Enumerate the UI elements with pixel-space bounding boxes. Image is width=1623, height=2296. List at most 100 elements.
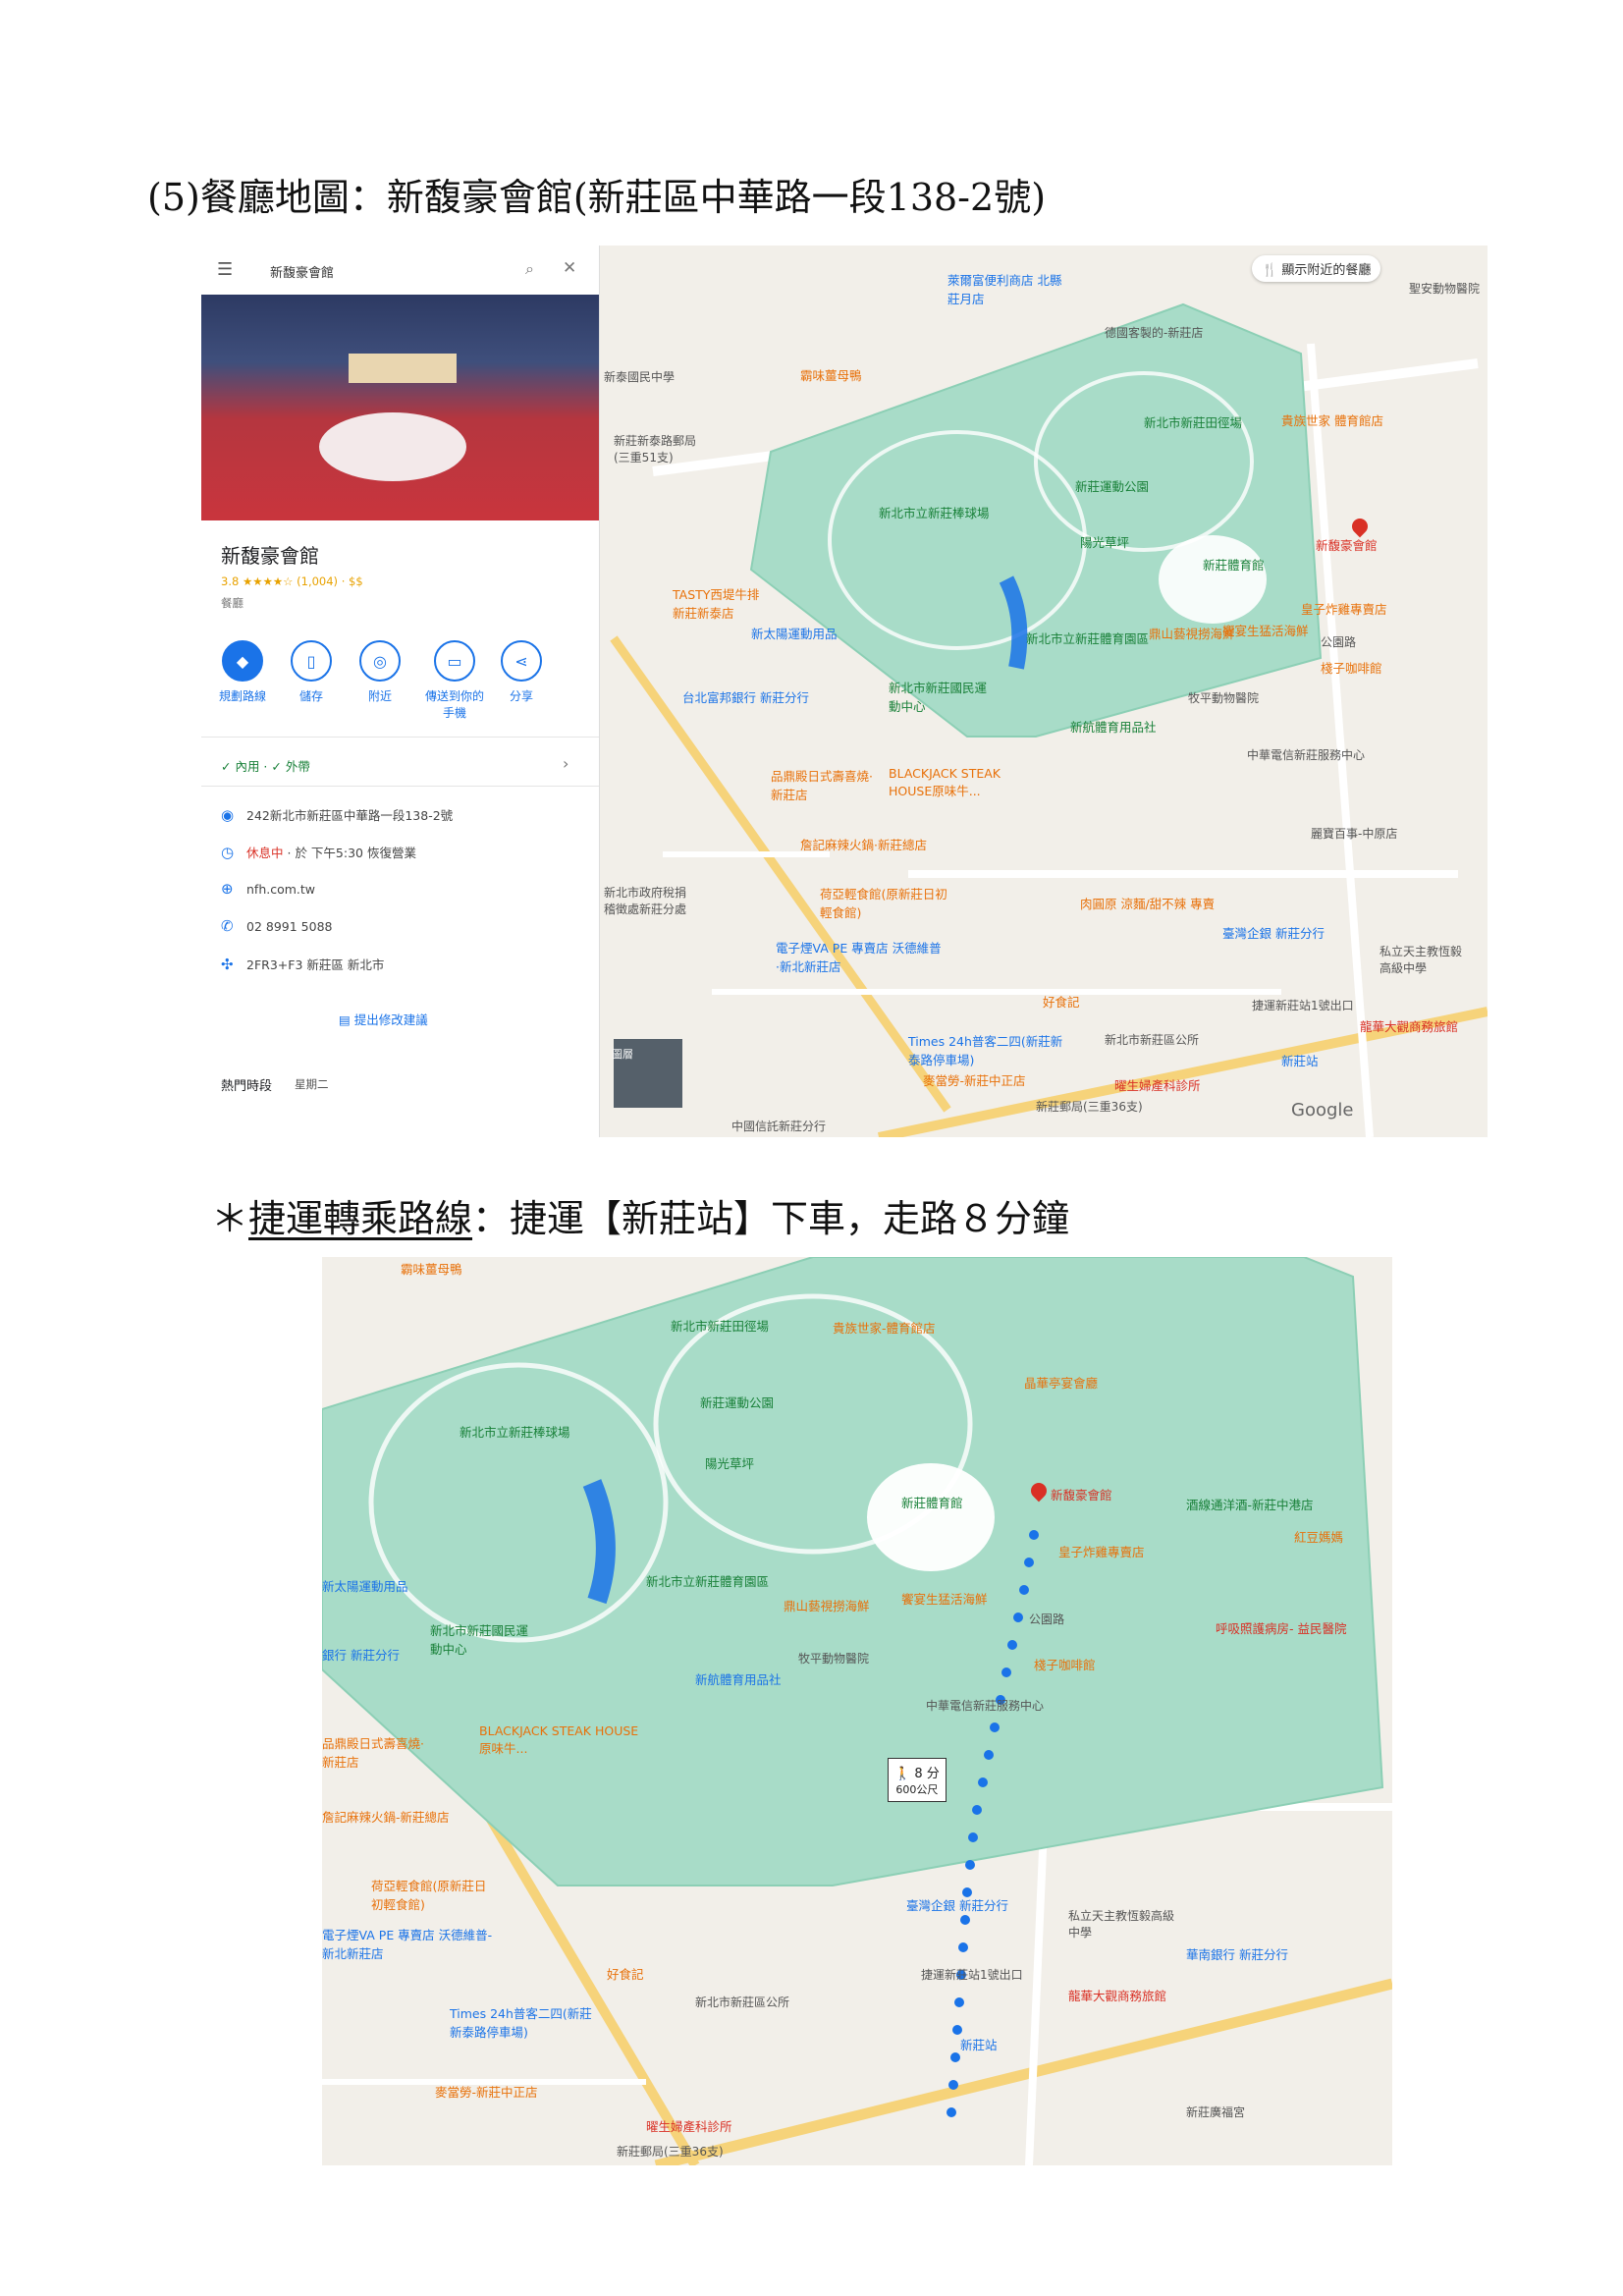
layers-button[interactable]: 圖層: [612, 1048, 633, 1061]
poi-label[interactable]: 牧平動物醫院: [1188, 691, 1260, 705]
poi-label[interactable]: 新北市新莊國民運動中心: [430, 1623, 529, 1657]
poi-label[interactable]: 新莊郵局(三重36支): [617, 2145, 724, 2159]
poi-label[interactable]: 新北市政府稅捐稽徵處新莊分處: [604, 886, 687, 916]
chevron-right-icon[interactable]: ›: [563, 754, 569, 773]
poi-label[interactable]: BLACKJACK STEAK HOUSE原味牛...: [479, 1723, 639, 1756]
poi-label[interactable]: 銀行 新莊分行: [322, 1648, 400, 1663]
poi-label[interactable]: 中國信託新莊分行: [731, 1120, 827, 1133]
menu-icon[interactable]: ☰: [217, 259, 234, 280]
poi-label[interactable]: 新北市立新莊棒球場: [460, 1425, 570, 1440]
poi-label[interactable]: 私立天主教恆毅高級中學: [1380, 945, 1463, 975]
poi-label[interactable]: 華南銀行 新莊分行: [1186, 1947, 1288, 1962]
poi-label[interactable]: 麥當勞-新莊中正店: [435, 2085, 538, 2100]
poi-label[interactable]: 詹記麻辣火鍋-新莊總店: [322, 1810, 450, 1825]
poi-label[interactable]: 新莊運動公園: [700, 1395, 775, 1410]
poi-label[interactable]: 麥當勞-新莊中正店: [923, 1073, 1026, 1088]
poi-label[interactable]: 貴族世家 體育館店: [1281, 413, 1383, 428]
poi-label[interactable]: 品鼎殿日式壽喜燒·新莊店: [771, 769, 873, 802]
poi-label[interactable]: 台北富邦銀行 新莊分行: [682, 690, 809, 705]
poi-label[interactable]: 霸味薑母鴨: [800, 368, 862, 383]
poi-label[interactable]: 新北市新莊區公所: [1105, 1033, 1200, 1047]
poi-label[interactable]: 龍華大觀商務旅館: [1068, 1989, 1167, 2003]
poi-label[interactable]: 肉圓原 涼麵/甜不辣 專賣: [1080, 897, 1216, 911]
poi-label[interactable]: 新北市新莊區公所: [695, 1995, 790, 2009]
close-icon[interactable]: ✕: [563, 258, 577, 278]
poi-label[interactable]: 新莊運動公園: [1075, 479, 1150, 494]
poi-label[interactable]: 霸味薑母鴨: [401, 1262, 462, 1277]
show-nearby-restaurants-chip[interactable]: 🍴 顯示附近的餐廳: [1252, 255, 1381, 282]
plus-code-row[interactable]: ✣2FR3+F3 新莊區 新北市: [221, 955, 384, 973]
search-icon[interactable]: ⌕: [525, 259, 534, 278]
poi-label[interactable]: 呼吸照護病房- 益民醫院: [1216, 1621, 1347, 1636]
poi-label[interactable]: BLACKJACK STEAK HOUSE原味牛...: [889, 766, 1001, 798]
place-photo[interactable]: [201, 295, 599, 520]
rating[interactable]: 3.8 ★★★★☆ (1,004) · $$: [221, 574, 363, 588]
hours-row[interactable]: ◷休息中 · 於 下午5:30 恢復營業: [221, 843, 416, 861]
poi-label[interactable]: 詹記麻辣火鍋·新莊總店: [800, 838, 927, 852]
poi-label[interactable]: 新航體育用品社: [1070, 720, 1157, 735]
poi-label[interactable]: 新北市新莊田徑場: [1144, 415, 1243, 430]
poi-label[interactable]: 荷亞輕食館(原新莊日初輕食館): [371, 1879, 487, 1912]
poi-label[interactable]: 陽光草坪: [705, 1456, 755, 1471]
poi-label[interactable]: 新莊郵局(三重36支): [1036, 1100, 1143, 1114]
poi-label[interactable]: 新北市新莊國民運動中心: [889, 681, 988, 714]
save-button[interactable]: ▯儲存: [286, 640, 337, 704]
nearby-button[interactable]: ◎附近: [354, 640, 406, 704]
poi-restaurant-label[interactable]: 新馥豪會館: [1051, 1488, 1112, 1503]
send-to-phone-button[interactable]: ▭傳送到你的手機: [423, 640, 486, 721]
poi-label[interactable]: 新航體育用品社: [695, 1672, 782, 1687]
poi-label[interactable]: 皇子炸雞專賣店: [1301, 602, 1387, 617]
search-bar[interactable]: ☰ 新馥豪會館 ⌕ ✕: [201, 246, 599, 296]
walking-route-map[interactable]: 🚶 8 分 600公尺 霸味薑母鴨 新北市新莊田徑場 貴族世家-體育館店 晶華亭…: [322, 1257, 1392, 2165]
poi-label[interactable]: 新泰國民中學: [604, 370, 676, 384]
poi-label[interactable]: 臺灣企銀 新莊分行: [906, 1898, 1008, 1913]
poi-label[interactable]: 臺灣企銀 新莊分行: [1222, 926, 1325, 941]
poi-label[interactable]: 新太陽運動用品: [322, 1579, 408, 1594]
poi-label[interactable]: 牧平動物醫院: [798, 1652, 870, 1666]
poi-label[interactable]: 新太陽運動用品: [751, 627, 838, 641]
poi-label[interactable]: 棧子咖啡館: [1034, 1658, 1096, 1672]
poi-label[interactable]: 晶華亭宴會廳: [1024, 1376, 1099, 1391]
walking-time-box[interactable]: 🚶 8 分 600公尺: [888, 1758, 947, 1802]
poi-label[interactable]: 中華電信新莊服務中心: [1247, 748, 1366, 762]
poi-label[interactable]: 陽光草坪: [1080, 535, 1130, 550]
poi-label[interactable]: 新莊新泰路郵局(三重51支): [614, 434, 697, 465]
poi-label[interactable]: 聖安動物醫院: [1409, 282, 1481, 296]
poi-label[interactable]: 饗宴生猛活海鮮: [1222, 624, 1309, 638]
poi-label[interactable]: 新北市立新莊體育園區: [646, 1574, 770, 1589]
poi-label[interactable]: 好食記: [1043, 995, 1080, 1010]
poi-label[interactable]: 萊爾富便利商店 北縣莊月店: [947, 273, 1062, 306]
poi-label[interactable]: 捷運新莊站1號出口: [1252, 999, 1354, 1012]
poi-label[interactable]: Times 24h普客二四(新莊新泰路停車場): [450, 2006, 592, 2040]
poi-label[interactable]: 公園路: [1321, 635, 1357, 649]
poi-restaurant-label[interactable]: 新馥豪會館: [1316, 538, 1378, 553]
poi-label[interactable]: 麗寶百事-中原店: [1311, 827, 1398, 841]
poi-label[interactable]: 新莊體育館: [901, 1496, 963, 1510]
poi-label[interactable]: 曜生婦產科診所: [1114, 1078, 1201, 1093]
poi-label[interactable]: 龍華大觀商務旅館: [1360, 1019, 1459, 1034]
category[interactable]: 餐廳: [221, 596, 243, 610]
poi-label[interactable]: 德國客製的-新莊店: [1105, 326, 1204, 340]
poi-label[interactable]: 電子煙VA PE 專賣店 沃德維普-新北新莊店: [322, 1928, 493, 1961]
share-button[interactable]: ⋖分享: [496, 640, 547, 704]
poi-label[interactable]: 棧子咖啡館: [1321, 661, 1382, 676]
suggest-edit-link[interactable]: ▤ 提出修改建議: [339, 1010, 428, 1028]
poi-label[interactable]: 新北市立新莊體育園區: [1026, 631, 1150, 646]
poi-label[interactable]: 鼎山藝視撈海鮮: [784, 1599, 870, 1613]
poi-label[interactable]: 曜生婦產科診所: [646, 2119, 732, 2134]
poi-label[interactable]: 捷運新莊站1號出口: [921, 1968, 1023, 1982]
search-input[interactable]: 新馥豪會館: [270, 266, 335, 281]
restaurant-map[interactable]: ☰ 新馥豪會館 ⌕ ✕ 新馥豪會館 3.8 ★★★★☆ (1,004) · $$…: [201, 246, 1488, 1137]
address-row[interactable]: ◉242新北市新莊區中華路一段138-2號: [221, 805, 453, 824]
poi-label[interactable]: 紅豆媽媽: [1294, 1530, 1344, 1545]
poi-label[interactable]: 中華電信新莊服務中心: [926, 1699, 1045, 1713]
poi-label[interactable]: 饗宴生猛活海鮮: [901, 1592, 988, 1607]
day-select[interactable]: 星期二: [295, 1077, 329, 1091]
poi-label[interactable]: 新莊體育館: [1203, 558, 1265, 573]
service-options[interactable]: ✓ 內用 · ✓ 外帶: [221, 759, 310, 774]
poi-label[interactable]: 新北市新莊田徑場: [671, 1319, 770, 1334]
poi-label[interactable]: 酒線通洋酒-新莊中港店: [1186, 1498, 1314, 1512]
poi-label[interactable]: 皇子炸雞專賣店: [1058, 1545, 1145, 1559]
poi-label[interactable]: 新莊站: [1281, 1054, 1319, 1068]
poi-label[interactable]: 品鼎殿日式壽喜燒·新莊店: [322, 1736, 424, 1770]
